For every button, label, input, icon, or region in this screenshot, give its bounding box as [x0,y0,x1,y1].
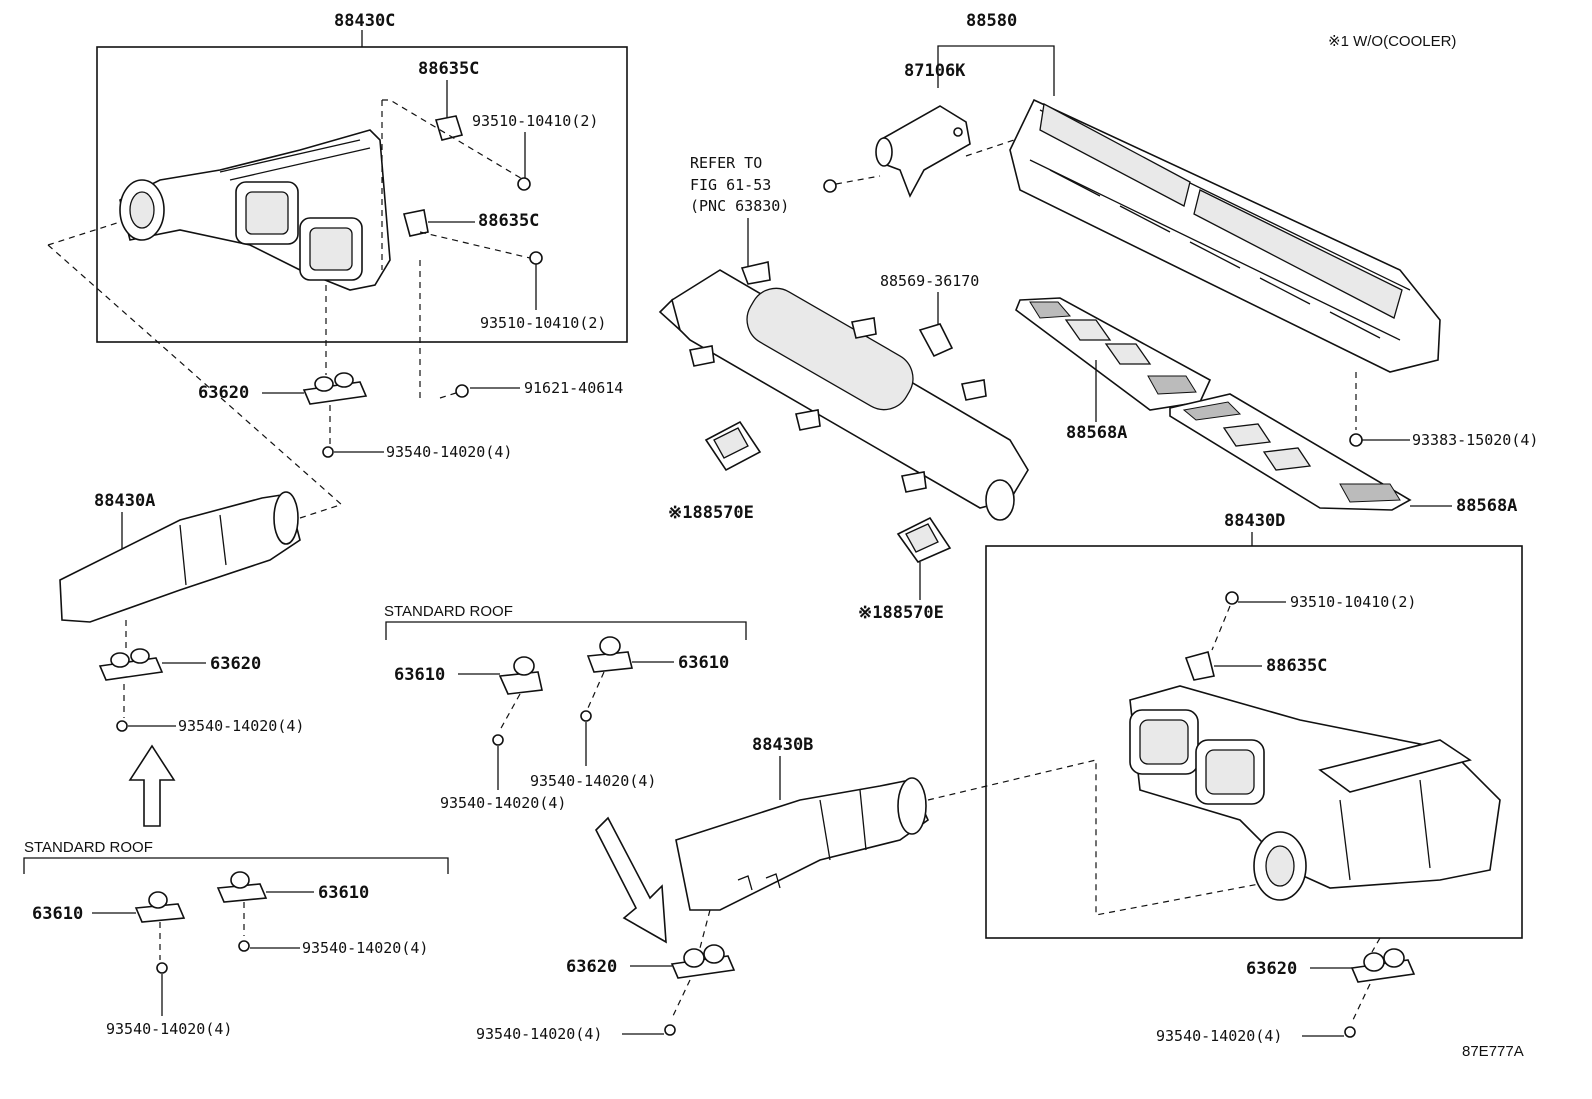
clip-88569 [918,323,954,358]
label-88430C: 88430C [334,11,395,31]
motor-87106K [875,105,971,198]
label-88430B: 88430B [752,735,813,755]
label-88635C-mid: 88635C [478,211,539,231]
screw-93510-top [517,177,531,191]
screw-87106K [823,179,837,193]
refer-line3: (PNC 63830) [690,197,789,215]
label-63620-center: 63620 [566,957,617,977]
clip-88635C-mid [403,209,429,237]
grille-88568A-b [1169,393,1412,511]
bracket-63620-center [670,944,736,979]
label-93540-h: 93540-14020(4) [1156,1027,1282,1045]
label-93510-mid: 93510-10410(2) [480,314,606,332]
group-88430D: 88430D 93510-10410(2) 88635C [985,511,1523,1045]
bracket-63620-top [302,372,368,405]
label-63610-c: 63610 [394,665,445,685]
label-63620-right: 63620 [1246,959,1297,979]
label-87106K: 87106K [904,61,966,81]
bracket-63620-right [1350,948,1416,983]
screw-93510-mid [529,251,543,265]
standard-roof-center: STANDARD ROOF 63610 93540-14020(4) 63610… [384,603,747,812]
refer-line2: FIG 61-53 [690,176,771,194]
screw-93540-g [664,1024,676,1036]
group-88430B: 88430B 63620 93540-14020(4) [476,735,1281,1043]
duct-88430D [1129,685,1501,901]
label-88430A: 88430A [94,491,155,511]
refer-line1: REFER TO [690,154,762,172]
screw-93540-h [1344,1026,1356,1038]
center-duct-group: REFER TO FIG 61-53 (PNC 63830) ※188570E … [658,154,1029,623]
bracket-63610-d [586,636,633,673]
label-93540-e: 93540-14020(4) [440,794,566,812]
duct-center [658,261,1029,521]
label-93540-d: 93540-14020(4) [302,939,428,957]
screw-93540-d [238,940,250,952]
bracket-63620-left [98,648,164,681]
label-93540-g: 93540-14020(4) [476,1025,602,1043]
screw-91621 [455,384,469,398]
label-88568A-b: 88568A [1456,496,1517,516]
label-63610-a: 63610 [32,904,83,924]
figure-code: 87E777A [1462,1043,1524,1060]
label-88430D: 88430D [1224,511,1285,531]
clip-88635C-right [1184,651,1215,681]
caption-standard-roof-left: STANDARD ROOF [24,839,153,856]
pad-88570E-a [704,420,762,472]
pad-88570E-b [896,516,952,563]
arrow-up [128,744,176,827]
bracket-63610-b [216,871,268,903]
group-88430A: 88430A 63620 93540-14020(4) [59,491,341,827]
duct-88430B [675,777,929,911]
label-88570E-a: ※188570E [668,503,754,523]
bracket-63610-a [134,891,186,923]
box-88430D [985,545,1523,939]
label-93383: 93383-15020(4) [1412,431,1538,449]
screw-93540-e [492,734,504,746]
label-88580: 88580 [966,11,1017,31]
label-88570E-b: ※188570E [858,603,944,623]
duct-88430A [59,491,301,623]
group-88430C: 88430C 88635C 93510-10410(2) 88635C [47,11,628,506]
duct-88430C [119,129,391,291]
screw-93383 [1349,433,1363,447]
label-93540-c: 93540-14020(4) [106,1020,232,1038]
label-93540-top: 93540-14020(4) [386,443,512,461]
screw-93540-f [580,710,592,722]
standard-roof-left: STANDARD ROOF 63610 93540-14020(4) 63610… [23,839,449,1038]
group-88580: 88580 87106K 93383-15020(4) 88569-36170 [823,11,1538,516]
label-93540-f: 93540-14020(4) [530,772,656,790]
label-63610-b: 63610 [318,883,369,903]
label-93540-left: 93540-14020(4) [178,717,304,735]
screw-93510-right [1225,591,1239,605]
screw-93540-left [116,720,128,732]
clip-88635C-top [434,115,464,141]
note-wo-cooler: ※1 W/O(COOLER) [1328,33,1456,50]
screw-93540-top [322,446,334,458]
label-93510-right: 93510-10410(2) [1290,593,1416,611]
label-88569: 88569-36170 [880,272,979,290]
label-88568A-a: 88568A [1066,423,1127,443]
label-91621: 91621-40614 [524,379,623,397]
bracket-63610-c [498,656,543,695]
screw-93540-c [156,962,168,974]
label-88635C-right: 88635C [1266,656,1327,676]
label-63620-left: 63620 [210,654,261,674]
grille-88568A-a [1015,297,1212,411]
label-63610-d: 63610 [678,653,729,673]
label-93510-top: 93510-10410(2) [472,112,598,130]
panel-88580 [1009,98,1441,373]
caption-standard-roof-center: STANDARD ROOF [384,603,513,620]
label-63620-top: 63620 [198,383,249,403]
arrow-diagonal [595,816,667,944]
label-88635C-top: 88635C [418,59,479,79]
